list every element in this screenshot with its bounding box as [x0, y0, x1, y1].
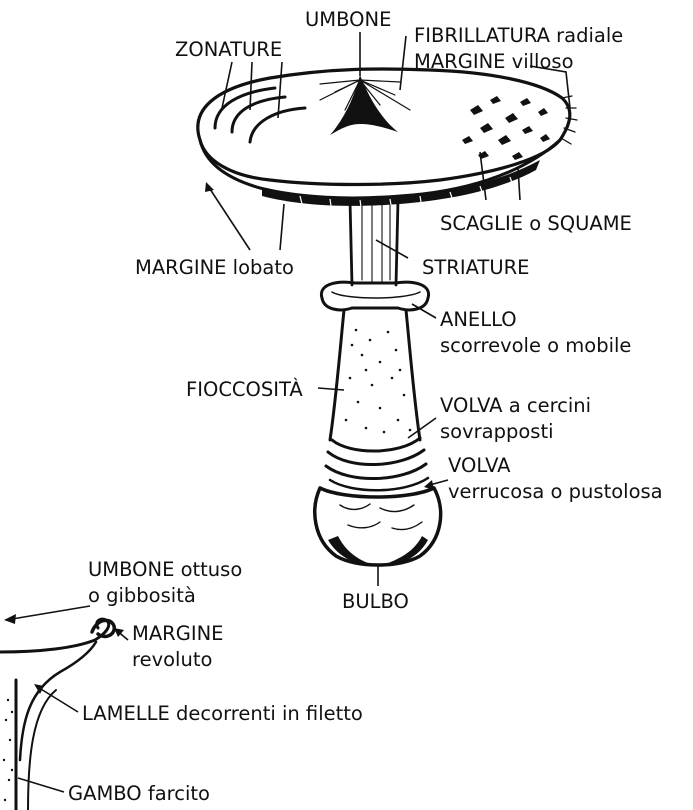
label-anello: ANELLO	[440, 308, 517, 331]
mushroom-volva	[326, 438, 428, 490]
label-lamelle-decorrenti: LAMELLE decorrenti in filetto	[82, 702, 363, 725]
label-fioccosita: FIOCCOSITÀ	[186, 378, 303, 401]
label-volva-verrucosa: VOLVA	[448, 454, 511, 477]
label-volva-verrucosa-descrizione: verrucosa o pustolosa	[448, 480, 663, 503]
label-volva-cercini: VOLVA a cercini	[440, 394, 591, 417]
label-margine-lobato: MARGINE lobato	[135, 256, 294, 279]
label-gibbosita: o gibbosità	[88, 584, 196, 607]
label-umbone: UMBONE	[305, 8, 391, 31]
label-gambo-farcito: GAMBO farcito	[68, 782, 210, 805]
mushroom-bulb	[315, 488, 441, 566]
label-margine-villoso: MARGINE villoso	[414, 50, 574, 73]
arrow-margine-lobato	[205, 182, 214, 192]
label-scaglie-squame: SCAGLIE o SQUAME	[440, 212, 632, 235]
label-margine-revoluto: MARGINE	[132, 622, 223, 645]
cap-scales	[462, 96, 550, 160]
mushroom-stem-lower	[330, 310, 420, 440]
label-striature: STRIATURE	[422, 256, 529, 279]
mushroom-cap	[198, 69, 577, 207]
mushroom-stem	[350, 200, 398, 285]
label-anello-descrizione: scorrevole o mobile	[440, 334, 631, 357]
label-umbone-ottuso: UMBONE ottuso	[88, 558, 242, 581]
label-bulbo: BULBO	[342, 590, 409, 613]
label-revoluto: revoluto	[132, 648, 212, 671]
arrow-volva-verrucosa	[424, 480, 434, 490]
label-zonature: ZONATURE	[175, 38, 282, 61]
label-volva-cercini-descrizione: sovrapposti	[440, 420, 554, 443]
label-fibrillatura-radiale: FIBRILLATURA radiale	[414, 24, 623, 47]
arrow-umbone-ottuso	[4, 614, 16, 624]
mushroom-ring	[321, 282, 428, 310]
labels: UMBONE ZONATURE FIBRILLATURA radiale MAR…	[68, 8, 663, 805]
